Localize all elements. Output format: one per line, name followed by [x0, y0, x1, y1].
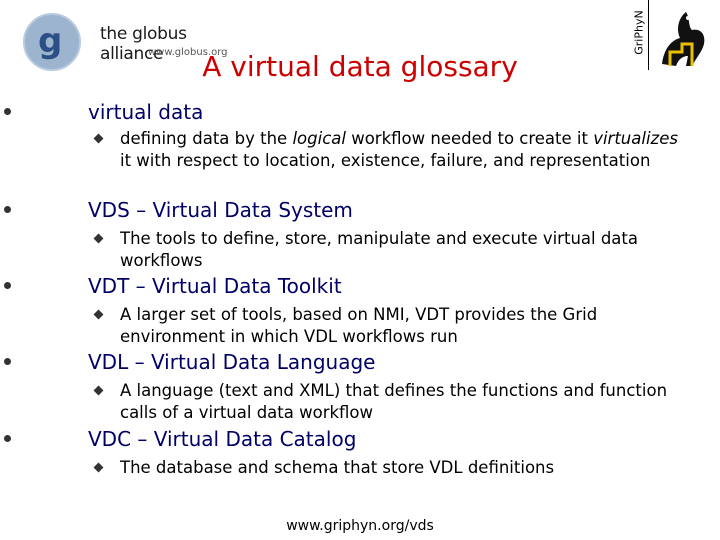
griffin-icon [662, 12, 705, 66]
logo-name: the globus alliance [100, 24, 187, 64]
globus-g-icon: g [23, 13, 81, 71]
bullet-icon [4, 206, 11, 213]
griphyn-label: GriPhyN [630, 0, 649, 70]
glossary-term: VDC – Virtual Data Catalog [4, 427, 356, 451]
globus-logo: g the globus alliance www.globus.org [22, 10, 252, 71]
glossary-definition: A language (text and XML) that defines t… [93, 380, 680, 424]
diamond-bullet-icon [93, 385, 104, 396]
diamond-bullet-icon [93, 462, 104, 473]
glossary-definition: The database and schema that store VDL d… [93, 457, 680, 479]
glossary-definition: defining data by the logical workflow ne… [93, 128, 680, 172]
diamond-bullet-icon [93, 233, 104, 244]
griphyn-logo: GriPhyN [630, 0, 714, 78]
footer-url[interactable]: www.griphyn.org/vds [286, 518, 434, 534]
bullet-icon [4, 435, 11, 442]
diamond-bullet-icon [93, 133, 104, 144]
slide-title: A virtual data glossary [202, 50, 518, 83]
glossary-term: VDL – Virtual Data Language [4, 350, 375, 374]
glossary-definition: The tools to define, store, manipulate a… [93, 228, 680, 272]
glossary-term: VDT – Virtual Data Toolkit [4, 274, 342, 298]
diamond-bullet-icon [93, 309, 104, 320]
svg-text:g: g [38, 21, 62, 61]
bullet-icon [4, 282, 11, 289]
bullet-icon [4, 108, 11, 115]
glossary-term: VDS – Virtual Data System [4, 198, 353, 222]
glossary-definition: A larger set of tools, based on NMI, VDT… [93, 304, 680, 348]
bullet-icon [4, 358, 11, 365]
glossary-term: virtual data [4, 100, 203, 124]
logo-url: www.globus.org [148, 47, 228, 58]
